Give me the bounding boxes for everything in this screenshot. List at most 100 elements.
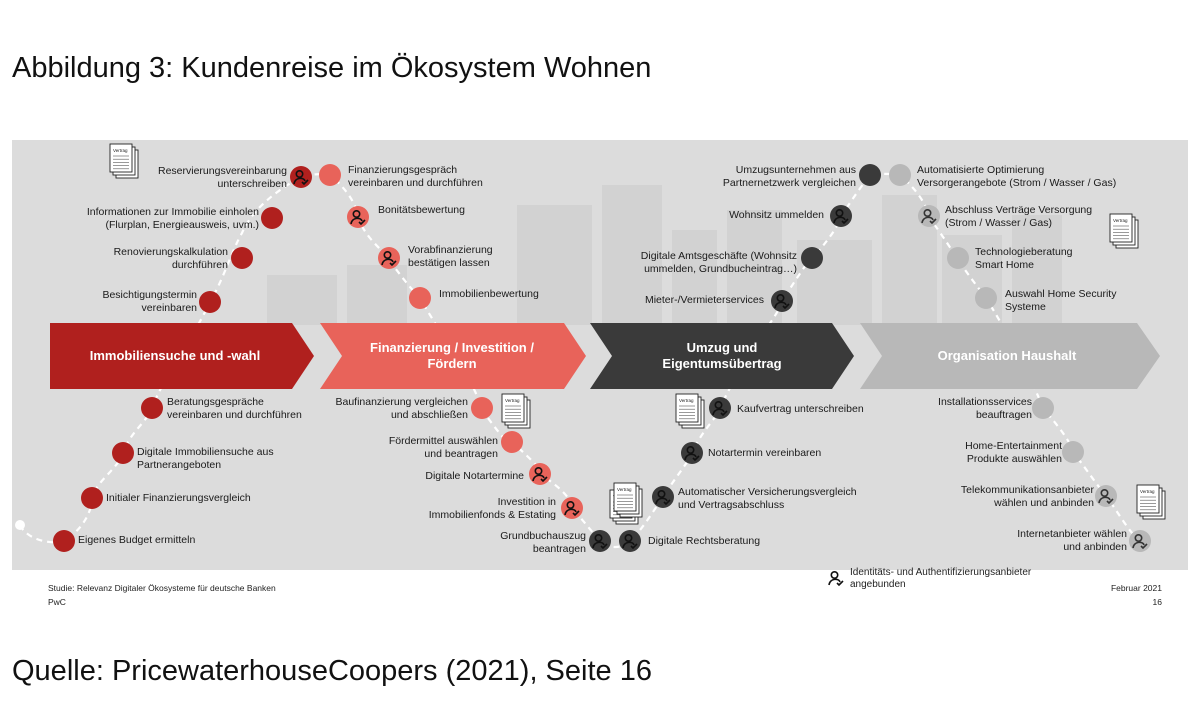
- footer-study: Studie: Relevanz Digitaler Ökosysteme fü…: [48, 583, 276, 593]
- step-label: Digitale Notartermine: [425, 470, 524, 483]
- step-label-line1: Renovierungskalkulation: [113, 246, 228, 258]
- auth-icon: [592, 533, 608, 550]
- phase-arrows: [50, 323, 1160, 389]
- step-label-line2: Partnerangeboten: [137, 459, 222, 471]
- step-label-line1: Installationsservices: [938, 396, 1032, 408]
- step-label-line1: Grundbuchauszug: [500, 530, 586, 542]
- doc-label: Vertrag: [1113, 218, 1128, 223]
- step-marker: [319, 164, 341, 186]
- auth-icon: [712, 400, 728, 417]
- contract-doc-icon: Vertrag: [613, 482, 643, 518]
- step-label-line2: vereinbaren: [141, 302, 197, 314]
- legend-text: Identitäts- und Authentifizierungsanbiet…: [850, 567, 1031, 591]
- step-marker: [947, 247, 969, 269]
- phase-arrow-3: [590, 323, 854, 389]
- legend-line2: angebunden: [850, 579, 906, 590]
- footer-date: Februar 2021: [1110, 583, 1162, 593]
- step-marker: [801, 247, 823, 269]
- journey-diagram: VertragVertragVertragVertragVertragVertr…: [12, 140, 1188, 587]
- source-citation: Quelle: PricewaterhouseCoopers (2021), S…: [12, 655, 652, 687]
- doc-label: Vertrag: [113, 148, 128, 153]
- city-skyline: [267, 185, 1062, 325]
- phase-label-2: Finanzierung / Investition / Fördern: [332, 340, 572, 372]
- step-label-line1: Digitale Amtsgeschäfte (Wohnsitz: [640, 250, 797, 262]
- auth-icon: [1132, 533, 1148, 550]
- step-label-line1: Umzugsunternehmen aus: [735, 164, 856, 176]
- step-label-line1: Fördermittel auswählen: [388, 435, 498, 447]
- step-label-line1: Bonitätsbewertung: [378, 204, 465, 216]
- step-marker: [889, 164, 911, 186]
- doc-label: Vertrag: [1140, 489, 1155, 494]
- step-label: Digitale Rechtsberatung: [648, 535, 760, 548]
- step-marker: [261, 207, 283, 229]
- step-label-line1: Automatischer Versicherungsvergleich: [678, 486, 857, 498]
- step-label-line2: Produkte auswählen: [966, 453, 1062, 465]
- phase-label-2-line1: Finanzierung / Investition /: [370, 340, 534, 355]
- step-label-line1: Internetanbieter wählen: [1017, 528, 1127, 540]
- auth-icon: [833, 209, 849, 225]
- step-label: Eigenes Budget ermitteln: [78, 534, 195, 547]
- step-label-line1: Baufinanzierung vergleichen: [335, 396, 468, 408]
- step-label-line1: Kaufvertrag unterschreiben: [737, 403, 864, 415]
- footer-company: PwC: [48, 597, 66, 607]
- step-label-line1: Abschluss Verträge Versorgung: [945, 204, 1093, 216]
- phase-label-3-line2: Eigentumsübertrag: [662, 356, 782, 371]
- step-label-line2: und beantragen: [424, 448, 498, 460]
- step-label-line1: Finanzierungsgespräch: [348, 164, 458, 176]
- step-marker: [81, 487, 103, 509]
- step-label: Wohnsitz ummelden: [729, 209, 824, 222]
- contract-doc-icon: Vertrag: [675, 393, 705, 429]
- auth-icon: [655, 489, 671, 506]
- phase-label-3-line1: Umzug und: [686, 340, 758, 355]
- step-marker: [1032, 397, 1054, 419]
- auth-icon: [622, 533, 638, 550]
- legend-auth-icon: [828, 570, 844, 587]
- step-marker: [409, 287, 431, 309]
- step-label-line1: Notartermin vereinbaren: [708, 447, 822, 459]
- phase-label-3: Umzug und Eigentumsübertrag: [602, 340, 842, 372]
- contract-documents: VertragVertragVertragVertragVertragVertr…: [109, 143, 1166, 525]
- phase-label-4: Organisation Haushalt: [937, 348, 1077, 363]
- auth-icon: [564, 500, 580, 517]
- step-label-line1: Mieter-/Vermieterservices: [644, 294, 764, 306]
- contract-doc-icon: Vertrag: [1109, 213, 1139, 249]
- contract-doc-icon: Vertrag: [1136, 484, 1166, 520]
- contract-doc-icon: Vertrag: [501, 393, 531, 429]
- step-label-line1: Informationen zur Immobilie einholen: [86, 206, 259, 218]
- step-label-line1: Wohnsitz ummelden: [729, 209, 824, 221]
- step-marker: [112, 442, 134, 464]
- step-label-line2: wählen und anbinden: [994, 497, 1094, 509]
- page-title: Abbildung 3: Kundenreise im Ökosystem Wo…: [12, 52, 652, 84]
- step-label-line2: ummelden, Grundbucheintrag…): [644, 263, 797, 275]
- journey-start-marker: [15, 520, 25, 530]
- auth-icon: [774, 294, 790, 310]
- step-marker: [471, 397, 493, 419]
- step-label-line2: (Strom / Wasser / Gas): [945, 217, 1052, 229]
- phase-label-1: Immobiliensuche und -wahl: [89, 348, 261, 363]
- phase-label-2-line2: Fördern: [427, 356, 477, 371]
- step-label-line2: und anbinden: [1063, 541, 1127, 553]
- legend-line1: Identitäts- und Authentifizierungsanbiet…: [850, 567, 1032, 578]
- step-label-line2: und Vertragsabschluss: [678, 499, 785, 511]
- step-markers: [15, 164, 1151, 552]
- step-label-line2: Immobilienfonds & Estating: [428, 509, 556, 521]
- step-label-line2: beauftragen: [975, 409, 1032, 421]
- step-label-line2: Systeme: [1005, 301, 1046, 313]
- step-label-line1: Digitale Notartermine: [425, 470, 524, 482]
- phase-arrow-1: [50, 323, 314, 389]
- step-label-line2: und abschließen: [390, 409, 468, 421]
